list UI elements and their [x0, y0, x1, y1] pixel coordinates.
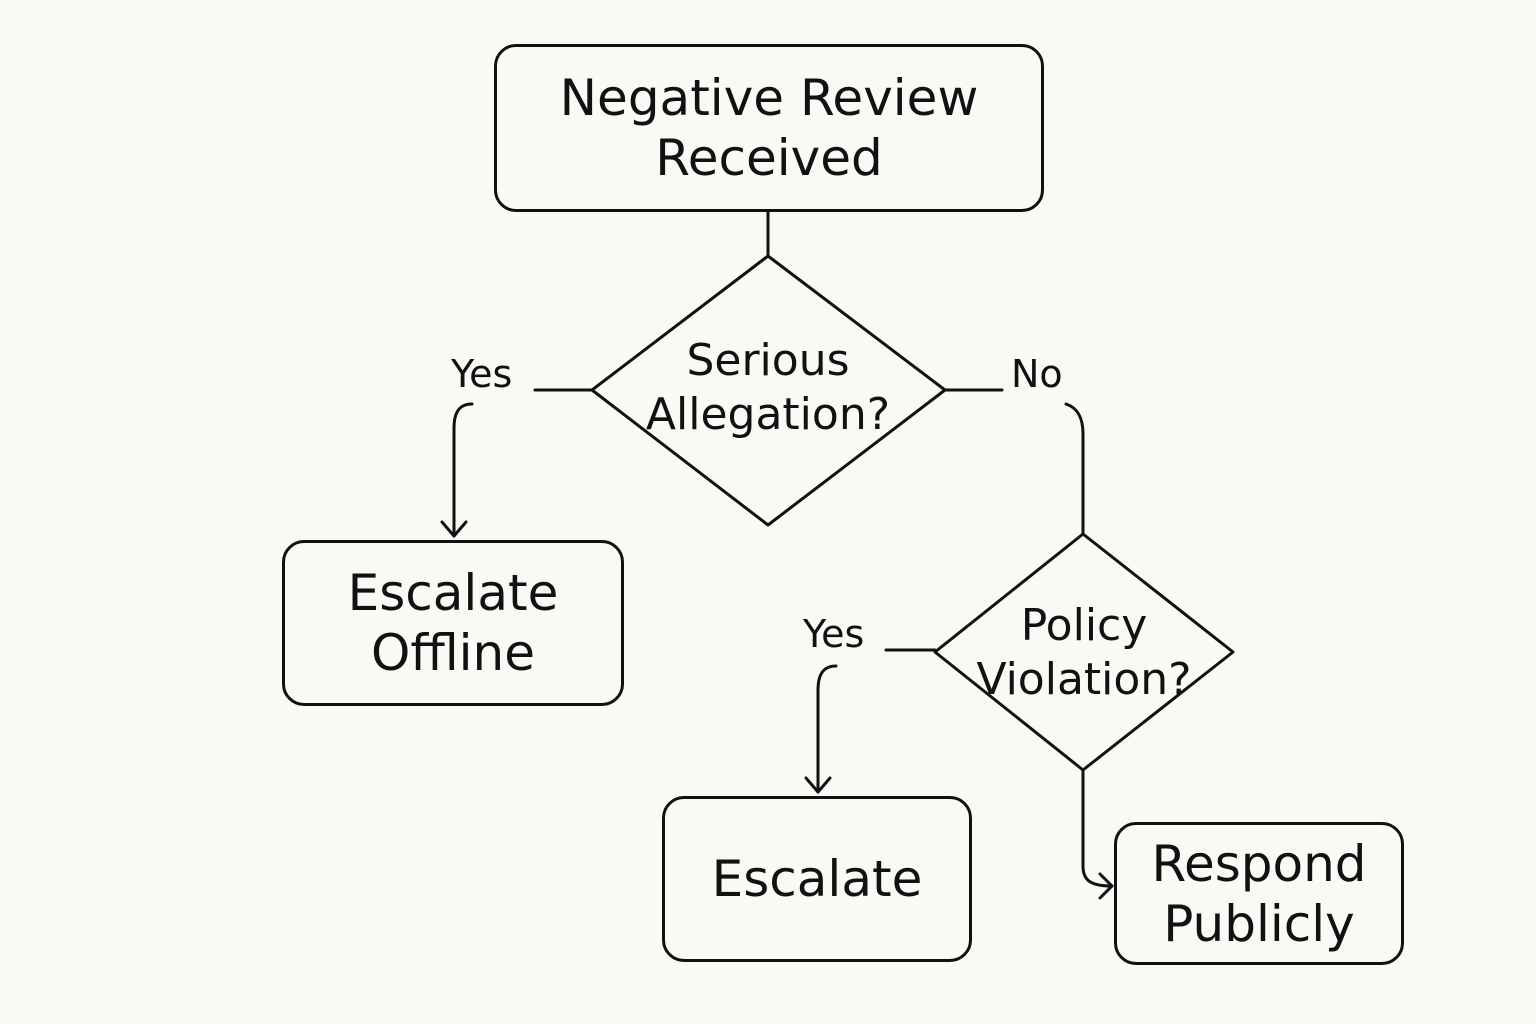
connector-serious-no-down [1064, 402, 1085, 536]
node-policy-line-1: Policy [1020, 600, 1148, 651]
node-respond-publicly: Respond Publicly [1114, 822, 1404, 965]
arrowhead-escalate-offline [440, 520, 468, 538]
node-escalate-offline-line-1: Escalate [347, 564, 559, 622]
node-escalate-offline-line-2: Offline [370, 624, 536, 682]
node-respond-line-1: Respond [1151, 834, 1367, 893]
edge-label-serious-no: No [1011, 352, 1063, 396]
node-negative-review-received: Negative Review Received [494, 44, 1044, 212]
arrowhead-escalate [804, 776, 832, 794]
edge-label-serious-yes: Yes [451, 352, 513, 396]
arrowhead-respond [1098, 872, 1114, 900]
node-policy-violation: Policy Violation? [960, 598, 1208, 708]
node-start-line-2: Received [655, 129, 883, 187]
node-policy-line-2: Violation? [976, 654, 1192, 705]
edge-label-policy-yes: Yes [803, 612, 865, 656]
node-serious-line-1: Serious [686, 335, 850, 386]
serious-allegation-diamond [590, 254, 947, 527]
node-escalate-line-1: Escalate [711, 850, 923, 908]
connector-serious-yes-down [452, 402, 474, 538]
node-serious-line-2: Allegation? [645, 389, 891, 440]
node-respond-line-2: Publicly [1163, 894, 1355, 953]
node-escalate: Escalate [662, 796, 972, 962]
node-serious-allegation: Serious Allegation? [620, 330, 916, 446]
node-escalate-offline: Escalate Offline [282, 540, 624, 706]
node-start-line-1: Negative Review [559, 69, 979, 127]
connector-policy-to-respond [1081, 768, 1114, 888]
connector-policy-yes-down [816, 664, 838, 794]
